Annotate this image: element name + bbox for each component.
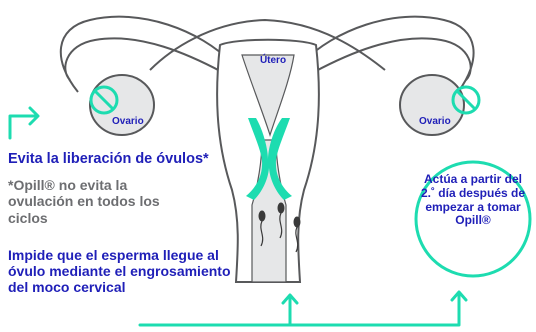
ovary-right-shape <box>399 74 465 136</box>
arrow-icon <box>8 106 40 140</box>
sperm-tail-1 <box>260 220 264 247</box>
right-tube-outline <box>301 15 475 93</box>
sperm-head-1 <box>258 210 266 222</box>
ovulation-title: Evita la liberación de óvulos* <box>8 151 209 167</box>
sperm-head-2 <box>277 202 285 214</box>
arrow-icon <box>138 290 468 327</box>
no-symbol-icon <box>89 85 119 115</box>
sperm-tail-3 <box>295 226 299 253</box>
ovary-right-label: Ovario <box>419 116 451 127</box>
sperm-head-3 <box>293 216 301 228</box>
uterus-label: Útero <box>259 55 287 66</box>
uterine-cavity <box>241 54 295 137</box>
sperm-text: Impide que el esperma llegue al óvulo me… <box>8 247 231 296</box>
ovulation-note: *Opill® no evita la ovulación en todos l… <box>8 177 160 226</box>
ovary-left-label: Ovario <box>112 116 144 127</box>
timing-circle <box>414 160 532 278</box>
ovary-left-shape <box>89 74 155 136</box>
no-symbol-icon <box>451 85 481 115</box>
sperm-cells <box>258 202 301 253</box>
cervical-mucus <box>246 118 292 200</box>
timing-text: Actúa a partir del 2.˚ día después de em… <box>420 172 526 228</box>
sperm-tail-2 <box>279 212 283 239</box>
left-tube-outline <box>59 15 233 93</box>
